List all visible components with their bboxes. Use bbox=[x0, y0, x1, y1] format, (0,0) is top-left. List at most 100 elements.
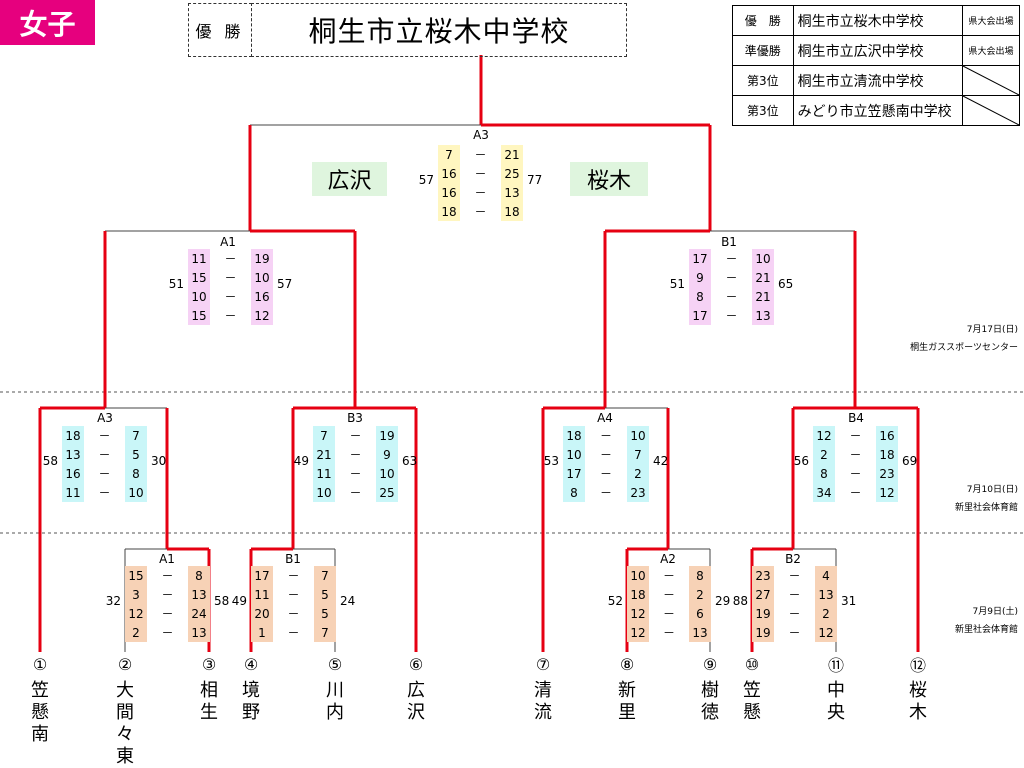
set-score: 12 bbox=[630, 606, 646, 621]
set-score: 10 bbox=[566, 447, 582, 462]
team-name: 清流 bbox=[532, 680, 554, 724]
set-score: 12 bbox=[818, 625, 834, 640]
results-note: 県大会出場 bbox=[961, 35, 1021, 66]
set-score: 7 bbox=[321, 568, 329, 583]
left-total: 49 bbox=[231, 594, 247, 608]
set-score: 10 bbox=[254, 270, 270, 285]
venue-date: 7月9日(土) bbox=[972, 607, 1018, 617]
set-dashes: －－－－ bbox=[335, 426, 376, 502]
set-score: 25 bbox=[379, 485, 395, 500]
set-dash: － bbox=[725, 271, 738, 285]
right-total: 65 bbox=[778, 277, 794, 291]
set-score: 13 bbox=[191, 625, 207, 640]
team-name-char: 境 bbox=[242, 680, 260, 701]
team-number: ⑨ bbox=[702, 654, 718, 674]
results-rank: 優 勝 bbox=[732, 5, 794, 36]
venue-date: 7月10日(日) bbox=[966, 485, 1018, 495]
set-score: 12 bbox=[816, 428, 832, 443]
team-name-char: 川 bbox=[326, 680, 344, 701]
left-total: 52 bbox=[607, 594, 623, 608]
set-dash: － bbox=[474, 148, 487, 162]
set-dash: － bbox=[474, 205, 487, 219]
set-dash: － bbox=[725, 309, 738, 323]
set-dash: － bbox=[161, 588, 174, 602]
results-table: 優 勝 桐生市立桜木中学校 県大会出場 準優勝 桐生市立広沢中学校 県大会出場 … bbox=[732, 5, 1021, 126]
set-dash: － bbox=[474, 167, 487, 181]
set-score: 8 bbox=[820, 466, 828, 481]
set-score: 2 bbox=[634, 466, 642, 481]
team-number: ⑥ bbox=[408, 654, 424, 674]
set-dash: － bbox=[599, 448, 612, 462]
team-name: 境野 bbox=[240, 680, 262, 724]
results-note-empty bbox=[961, 65, 1021, 96]
results-rank: 第3位 bbox=[732, 65, 794, 96]
team-name-char: 笠 bbox=[31, 680, 49, 701]
team-name-char: 懸 bbox=[31, 702, 49, 723]
team-number: ⑧ bbox=[619, 654, 635, 674]
results-note-empty bbox=[961, 95, 1021, 126]
set-score: 8 bbox=[132, 466, 140, 481]
team-name-char: 南 bbox=[31, 724, 49, 745]
set-dash: － bbox=[849, 486, 862, 500]
set-score: 8 bbox=[195, 568, 203, 583]
team-name-char: 生 bbox=[200, 702, 218, 723]
match-label: A1 bbox=[159, 552, 175, 566]
team-name: 笠懸 bbox=[741, 680, 763, 724]
set-score: 21 bbox=[504, 147, 520, 162]
set-score: 19 bbox=[379, 428, 395, 443]
team-name-char: 中 bbox=[827, 680, 845, 701]
set-score: 2 bbox=[820, 447, 828, 462]
set-score: 18 bbox=[441, 204, 457, 219]
set-score: 21 bbox=[316, 447, 332, 462]
results-row: 第3位 桐生市立清流中学校 bbox=[732, 65, 1021, 96]
venue-place: 新里社会体育館 bbox=[954, 503, 1018, 513]
right-total: 77 bbox=[527, 173, 543, 187]
set-score: 11 bbox=[316, 466, 332, 481]
set-dash: － bbox=[287, 607, 300, 621]
venue-place: 新里社会体育館 bbox=[954, 625, 1018, 635]
team-name-char: 広 bbox=[407, 680, 425, 701]
team-number: ⑫ bbox=[909, 656, 926, 675]
set-score: 21 bbox=[755, 270, 771, 285]
set-dash: － bbox=[788, 569, 801, 583]
set-score: 17 bbox=[692, 251, 708, 266]
set-score: 17 bbox=[254, 568, 270, 583]
set-dashes: －－－－ bbox=[84, 426, 125, 502]
results-row: 優 勝 桐生市立桜木中学校 県大会出場 bbox=[732, 5, 1021, 36]
set-dashes: －－－－ bbox=[835, 426, 876, 502]
set-score: 16 bbox=[254, 289, 270, 304]
set-dash: － bbox=[662, 607, 675, 621]
set-score: 9 bbox=[383, 447, 391, 462]
set-score: 12 bbox=[879, 485, 895, 500]
set-dash: － bbox=[161, 569, 174, 583]
left-total: 51 bbox=[669, 277, 685, 291]
team-name: 相生 bbox=[198, 680, 220, 724]
team-name-char: 新 bbox=[618, 680, 636, 701]
results-rank: 第3位 bbox=[732, 95, 794, 126]
set-score: 25 bbox=[504, 166, 520, 181]
results-school: 桐生市立広沢中学校 bbox=[792, 35, 963, 66]
set-score: 13 bbox=[504, 185, 520, 200]
set-dash: － bbox=[161, 626, 174, 640]
match-label: A3 bbox=[97, 411, 113, 425]
set-dash: － bbox=[224, 271, 237, 285]
set-score: 12 bbox=[254, 308, 270, 323]
set-dash: － bbox=[599, 467, 612, 481]
set-score: 7 bbox=[634, 447, 642, 462]
set-dash: － bbox=[224, 290, 237, 304]
team-name: 新里 bbox=[616, 680, 638, 724]
set-dash: － bbox=[287, 626, 300, 640]
set-score: 19 bbox=[254, 251, 270, 266]
set-score: 11 bbox=[65, 485, 81, 500]
set-dash: － bbox=[474, 186, 487, 200]
results-rank: 準優勝 bbox=[732, 35, 794, 66]
